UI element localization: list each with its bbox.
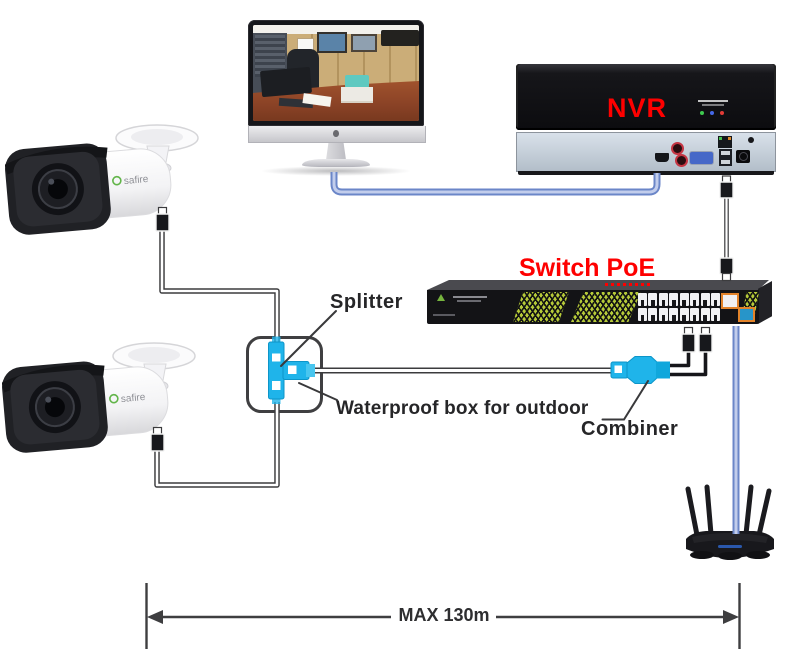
monitor-base bbox=[302, 159, 370, 167]
nvr-led-green bbox=[700, 111, 704, 115]
switch-vent-mesh bbox=[513, 292, 569, 322]
camera-1: safire bbox=[5, 118, 210, 238]
rj45-plug-a bbox=[681, 326, 696, 353]
rj45-connectors bbox=[150, 175, 734, 452]
nvr-model-text bbox=[702, 104, 724, 106]
rj45-connector-switch-top bbox=[719, 257, 734, 282]
poe-switch bbox=[425, 278, 777, 330]
router-antennas bbox=[685, 484, 772, 538]
monitor-stand bbox=[326, 143, 346, 160]
nvr-feet bbox=[518, 171, 774, 175]
uplink-port bbox=[721, 293, 739, 309]
splitter-pointer-line bbox=[280, 310, 337, 367]
switch-top-face bbox=[427, 280, 769, 290]
arrowhead-left-icon bbox=[147, 610, 163, 624]
rj45-connector-nvr bbox=[719, 175, 734, 199]
nvr-label: NVR bbox=[607, 93, 668, 123]
monitor-screen bbox=[253, 25, 419, 121]
spellcheck-underline bbox=[605, 283, 653, 286]
switch-vent-mesh bbox=[571, 292, 641, 322]
switch-front-face bbox=[427, 290, 759, 324]
rj45-port-block bbox=[637, 292, 721, 322]
vga-port bbox=[689, 151, 714, 165]
power-jack bbox=[736, 150, 750, 163]
nvr-model-text bbox=[698, 100, 728, 102]
camera-brand-text: safire bbox=[120, 392, 146, 405]
safire-logo-icon: safire bbox=[112, 174, 149, 187]
hdmi-port bbox=[655, 153, 669, 162]
scene-books bbox=[341, 87, 373, 101]
combiner-label: Combiner bbox=[581, 418, 679, 440]
router-led-strip bbox=[718, 545, 742, 548]
nvr-rear-panel bbox=[516, 132, 776, 172]
nvr-led-blue bbox=[710, 111, 714, 115]
rj45-plug-b bbox=[698, 326, 713, 353]
switch-label-text bbox=[433, 314, 455, 316]
scene-picture bbox=[351, 34, 377, 52]
audio-rca-port bbox=[675, 154, 688, 167]
nvr-front-panel bbox=[516, 64, 776, 130]
nvr-led-red bbox=[720, 111, 724, 115]
monitor-shadow bbox=[260, 166, 412, 176]
cable-camera1-to-splitter bbox=[159, 229, 280, 342]
ethernet-port bbox=[718, 136, 732, 148]
camera-brand-text: safire bbox=[123, 174, 149, 187]
rj45-connector-camera1 bbox=[155, 206, 170, 232]
sfp-port bbox=[738, 307, 755, 322]
camera-2: safire bbox=[2, 336, 207, 456]
combiner-pointer-line bbox=[601, 380, 649, 421]
safire-logo-icon: safire bbox=[109, 392, 146, 405]
rj45-connector-camera2 bbox=[150, 426, 165, 452]
arrowhead-right-icon bbox=[723, 610, 739, 624]
max-distance-label: MAX 130m bbox=[398, 605, 490, 625]
cables-combiner-to-switch bbox=[666, 352, 708, 377]
combiner bbox=[610, 356, 670, 384]
ground-screw bbox=[748, 137, 754, 143]
usb-ports bbox=[719, 149, 732, 166]
scene-box bbox=[345, 75, 369, 88]
apple-logo-icon bbox=[333, 130, 339, 137]
switch-label-text bbox=[457, 300, 481, 302]
wifi-router bbox=[685, 484, 774, 560]
nvr bbox=[516, 64, 778, 176]
dimension-line bbox=[145, 583, 741, 649]
switch-logo-icon bbox=[437, 294, 445, 301]
cable-monitor-to-nvr bbox=[330, 172, 661, 196]
waterproof-box-label: Waterproof box for outdoor bbox=[336, 398, 589, 419]
splitter bbox=[268, 336, 315, 404]
splitter-label: Splitter bbox=[330, 291, 403, 313]
waterproof-pointer-line bbox=[298, 382, 338, 401]
cable-camera2-to-splitter bbox=[154, 402, 280, 488]
scene-shelf bbox=[381, 30, 419, 46]
scene-picture bbox=[317, 32, 347, 53]
switch-side-face bbox=[758, 281, 772, 324]
pointer-lines bbox=[280, 310, 649, 421]
switch-label-text bbox=[453, 296, 487, 298]
scene-ceiling bbox=[253, 25, 419, 36]
switch-poe-label: Switch PoE bbox=[519, 254, 656, 282]
monitor bbox=[248, 20, 428, 176]
